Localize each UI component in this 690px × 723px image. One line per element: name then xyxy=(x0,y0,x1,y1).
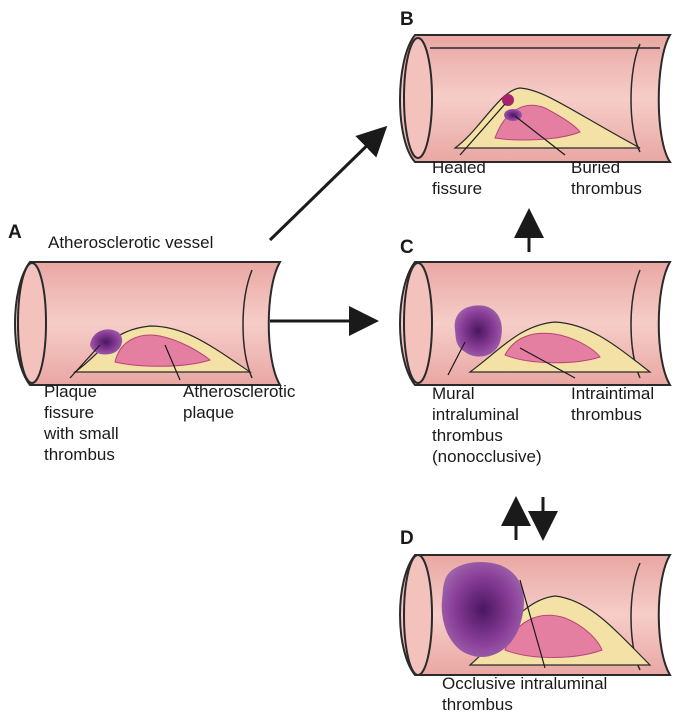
vessel-d-occlusive-thrombus xyxy=(441,561,524,657)
leader-lines xyxy=(69,103,576,669)
leader-b-healed xyxy=(459,103,506,156)
label-occlusive-thrombus: Occlusive intraluminal thrombus xyxy=(442,673,607,715)
label-intraintimal-thrombus-line2: thrombus xyxy=(571,405,642,424)
vessel-b xyxy=(399,34,672,163)
vessel-c-opening xyxy=(403,262,433,384)
label-intraintimal-thrombus-line1: Intraintimal xyxy=(571,384,655,403)
label-atherosclerotic-plaque-line1: Atherosclerotic xyxy=(183,382,296,401)
label-occlusive-thrombus-line1: Occlusive intraluminal xyxy=(442,674,608,693)
label-plaque-fissure-line2: fissure xyxy=(44,403,95,422)
leader-a-fissure xyxy=(69,344,101,379)
label-mural-thrombus-line4: (nonocclusive) xyxy=(432,447,542,466)
leader-a-plaque xyxy=(164,344,181,381)
panel-letter-d: D xyxy=(400,528,414,549)
vessel-a-lumen-cut xyxy=(242,269,253,379)
label-plaque-fissure: Plaque fissure with small thrombus xyxy=(44,381,119,465)
vessel-c xyxy=(399,261,672,386)
leader-c-mural xyxy=(447,341,466,376)
vessel-b-healed-fissure xyxy=(502,94,514,106)
leader-c-intraintimal xyxy=(519,347,576,379)
vessel-c-mural-thrombus xyxy=(454,305,502,357)
panel-letter-c: C xyxy=(400,237,414,258)
vessel-d-plaque-core xyxy=(504,614,603,658)
label-healed-fissure: Healed fissure xyxy=(432,157,486,199)
vessel-b-opening xyxy=(403,37,433,159)
label-healed-fissure-line2: fissure xyxy=(432,179,483,198)
panel-letter-a: A xyxy=(8,222,22,243)
label-mural-thrombus-line1: Mural xyxy=(432,384,475,403)
vessel-a-plaque-core xyxy=(114,334,212,367)
label-occlusive-thrombus-line2: thrombus xyxy=(442,695,513,714)
label-healed-fissure-line1: Healed xyxy=(432,158,486,177)
label-buried-thrombus: Buried thrombus xyxy=(571,157,642,199)
label-plaque-fissure-line3: with small xyxy=(44,424,119,443)
label-intraintimal-thrombus: Intraintimal thrombus xyxy=(571,383,654,425)
leader-b-buried xyxy=(514,115,566,156)
label-atherosclerotic-plaque: Atherosclerotic plaque xyxy=(183,381,295,423)
panel-a-title: Atherosclerotic vessel xyxy=(48,233,214,252)
label-plaque-fissure-line4: thrombus xyxy=(44,445,115,464)
vessel-a xyxy=(14,261,282,386)
leader-d-occlusive xyxy=(519,579,546,669)
label-buried-thrombus-line2: thrombus xyxy=(571,179,642,198)
arrow-a-to-b xyxy=(268,125,388,242)
label-mural-thrombus-line3: thrombus xyxy=(432,426,503,445)
label-mural-thrombus: Mural intraluminal thrombus (nonocclusiv… xyxy=(432,383,542,467)
vessel-b-lumen-cut xyxy=(630,43,641,153)
label-plaque-fissure-line1: Plaque xyxy=(44,382,97,401)
label-mural-thrombus-line2: intraluminal xyxy=(432,405,519,424)
arrows xyxy=(268,125,558,541)
panel-letter-b: B xyxy=(400,9,414,30)
vessel-a-small-thrombus xyxy=(90,329,123,355)
vessel-d-opening xyxy=(403,554,433,676)
vessel-a-opening xyxy=(17,262,47,384)
vessel-d xyxy=(399,554,672,676)
label-buried-thrombus-line1: Buried xyxy=(571,158,621,177)
label-atherosclerotic-plaque-line2: plaque xyxy=(183,403,235,422)
